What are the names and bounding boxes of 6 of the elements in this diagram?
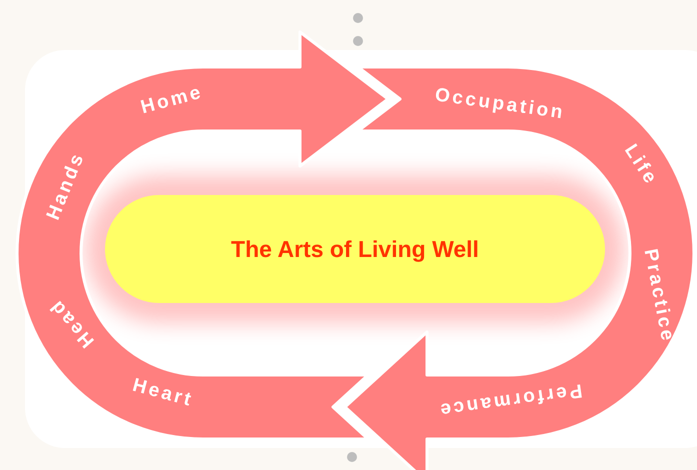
arrow-label: Occupation: [434, 85, 566, 123]
arrow-label: Heart: [130, 376, 196, 410]
arrow-label: Performance: [436, 380, 584, 420]
arrow-label: Practice: [640, 247, 678, 345]
arrow-label: Home: [138, 82, 206, 118]
title-text: The Arts of Living Well: [231, 234, 479, 264]
